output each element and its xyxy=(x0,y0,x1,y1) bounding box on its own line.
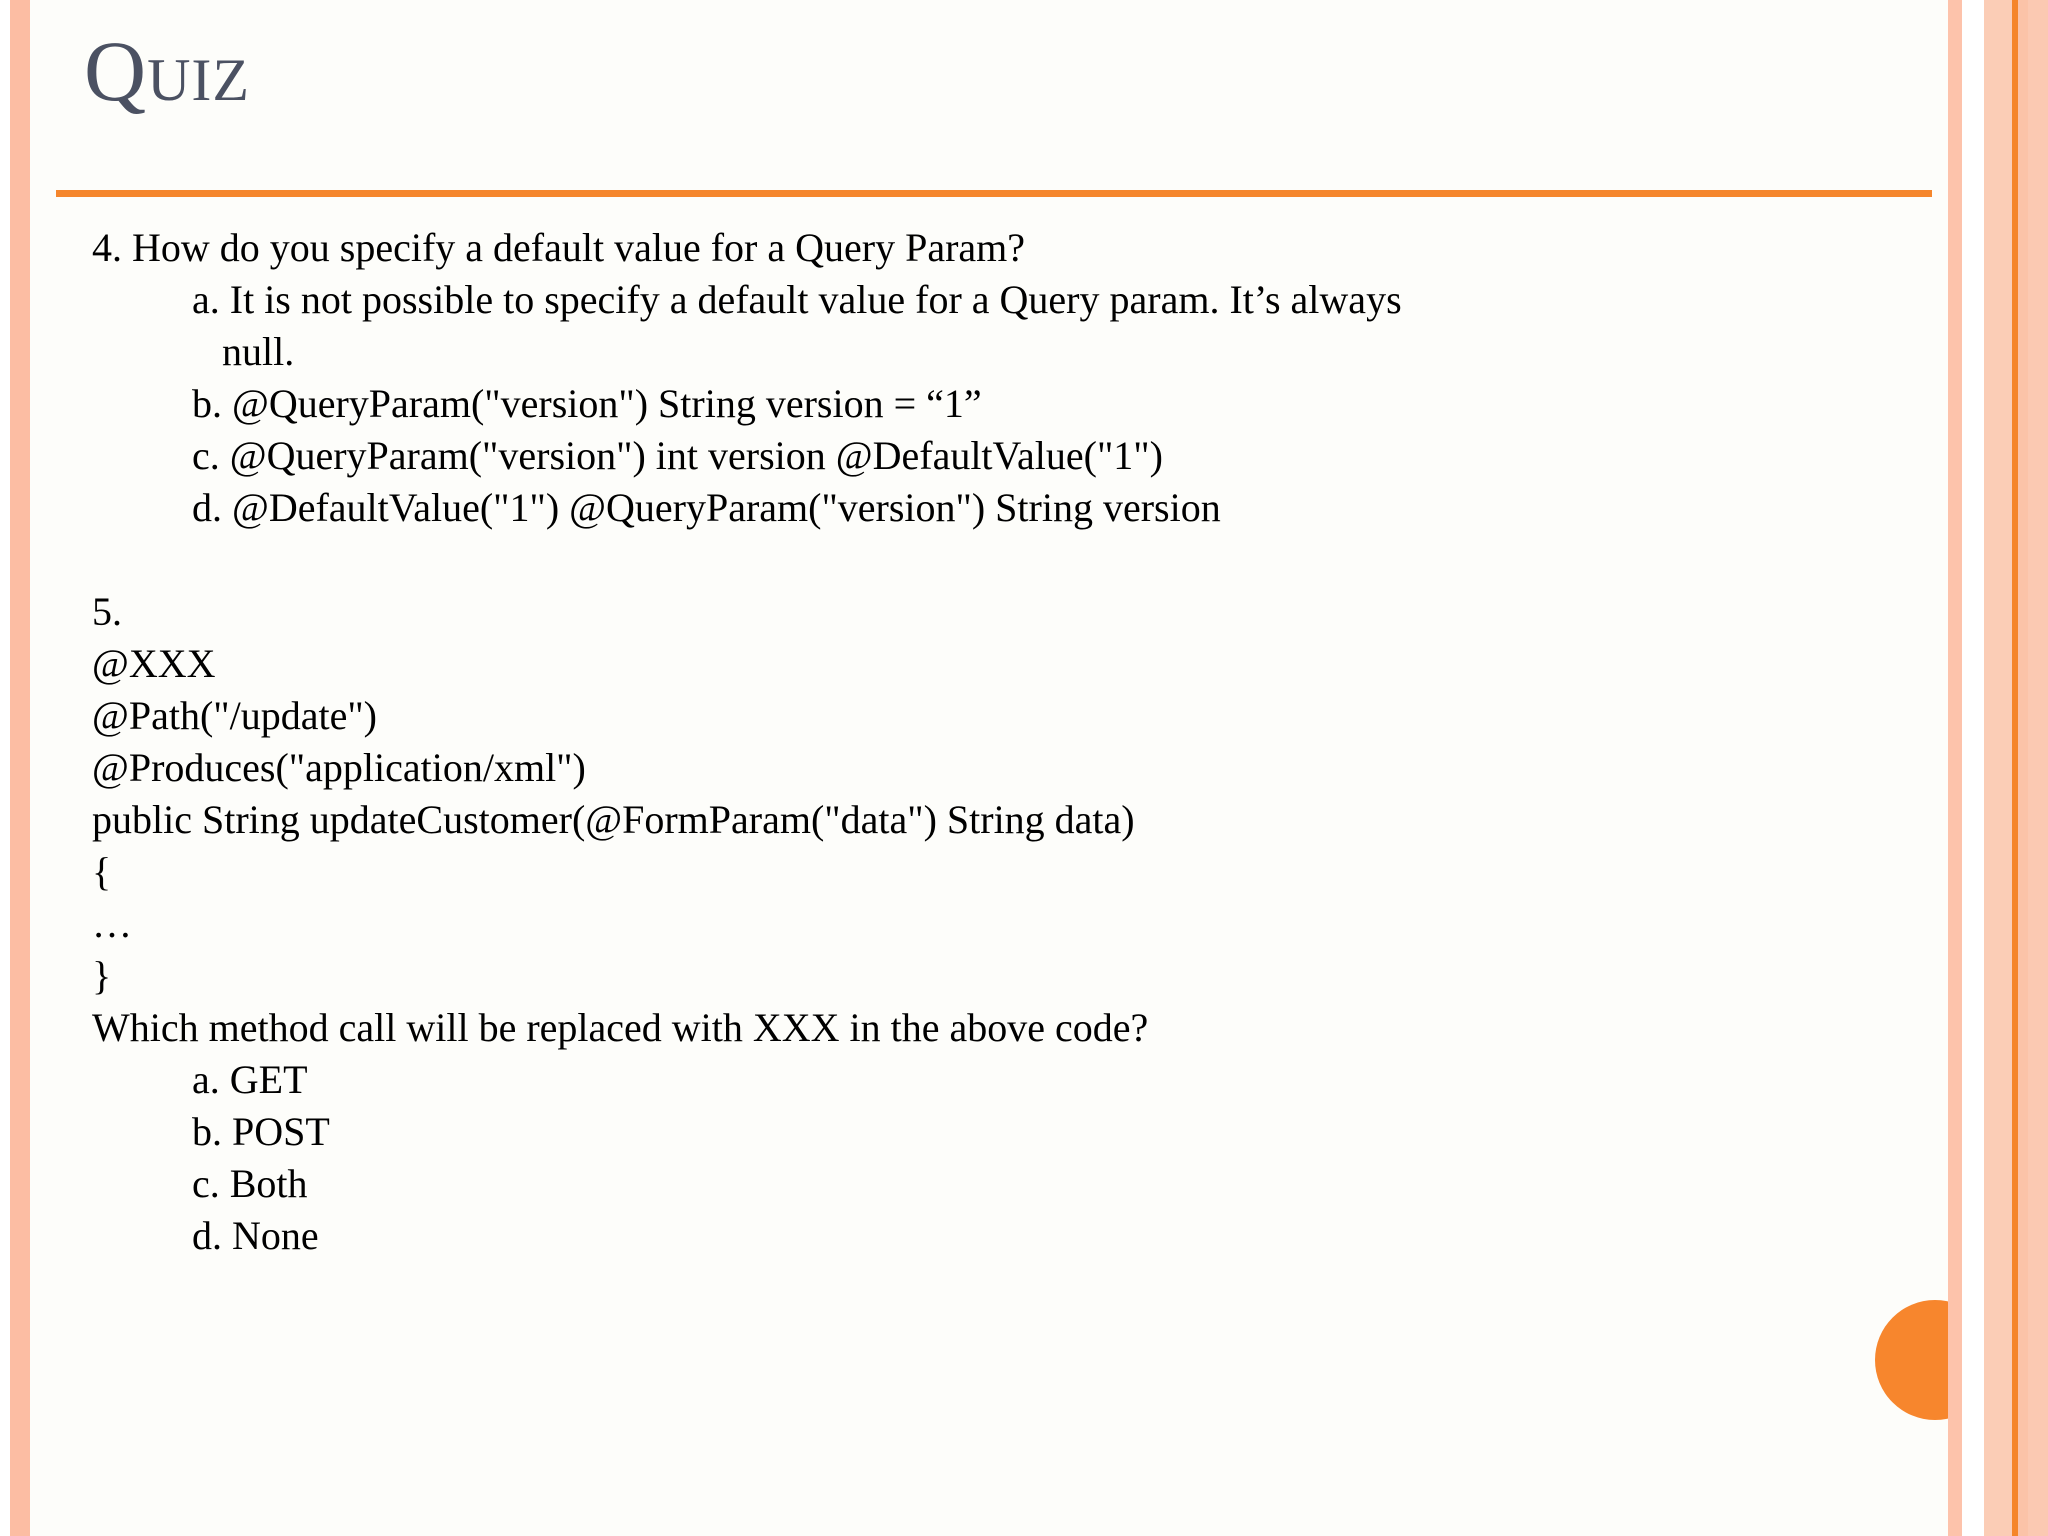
question-5-code-line-4: public String updateCustomer(@FormParam(… xyxy=(92,797,1135,842)
question-5-code-close-brace: } xyxy=(92,953,112,998)
page-title: Quiz xyxy=(84,23,251,119)
question-4-option-a: a. It is not possible to specify a defau… xyxy=(192,277,1402,322)
question-5-code-ellipsis: … xyxy=(92,901,132,946)
question-4-prompt: 4. How do you specify a default value fo… xyxy=(92,225,1026,270)
question-5-option-a: a. GET xyxy=(192,1057,308,1102)
title-area: Quiz xyxy=(84,28,1284,168)
question-5-option-d: d. None xyxy=(192,1213,319,1258)
question-spacer xyxy=(92,534,1912,586)
right-stripe-gap xyxy=(1962,0,1984,1536)
header-divider xyxy=(56,190,1932,197)
question-5-number: 5. xyxy=(92,589,122,634)
right-stripe-accent xyxy=(2012,0,2018,1536)
question-4-option-d: d. @DefaultValue("1") @QueryParam("versi… xyxy=(192,485,1221,530)
question-5-code-line-2: @Path("/update") xyxy=(92,693,377,738)
right-stripe-1 xyxy=(1948,0,1962,1536)
right-stripe-group xyxy=(1948,0,2048,1536)
question-4-option-a-continued: null. xyxy=(222,329,295,374)
left-white-margin xyxy=(0,0,10,1536)
question-5-code-line-3: @Produces("application/xml") xyxy=(92,745,586,790)
question-5-code-line-1: @XXX xyxy=(92,641,216,686)
right-stripe-3 xyxy=(2018,0,2028,1536)
question-4-option-c: c. @QueryParam("version") int version @D… xyxy=(192,433,1163,478)
question-4-option-b: b. @QueryParam("version") String version… xyxy=(192,381,982,426)
right-stripe-2 xyxy=(1984,0,2012,1536)
right-stripe-4 xyxy=(2028,0,2048,1536)
question-5-option-b: b. POST xyxy=(192,1109,330,1154)
slide-canvas: Quiz 4. How do you specify a default val… xyxy=(30,0,1995,1536)
left-salmon-stripe xyxy=(10,0,30,1536)
slide-body: 4. How do you specify a default value fo… xyxy=(92,222,1912,1262)
question-5-option-c: c. Both xyxy=(192,1161,308,1206)
question-5-follow-up: Which method call will be replaced with … xyxy=(92,1005,1149,1050)
question-5-code-open-brace: { xyxy=(92,849,112,894)
